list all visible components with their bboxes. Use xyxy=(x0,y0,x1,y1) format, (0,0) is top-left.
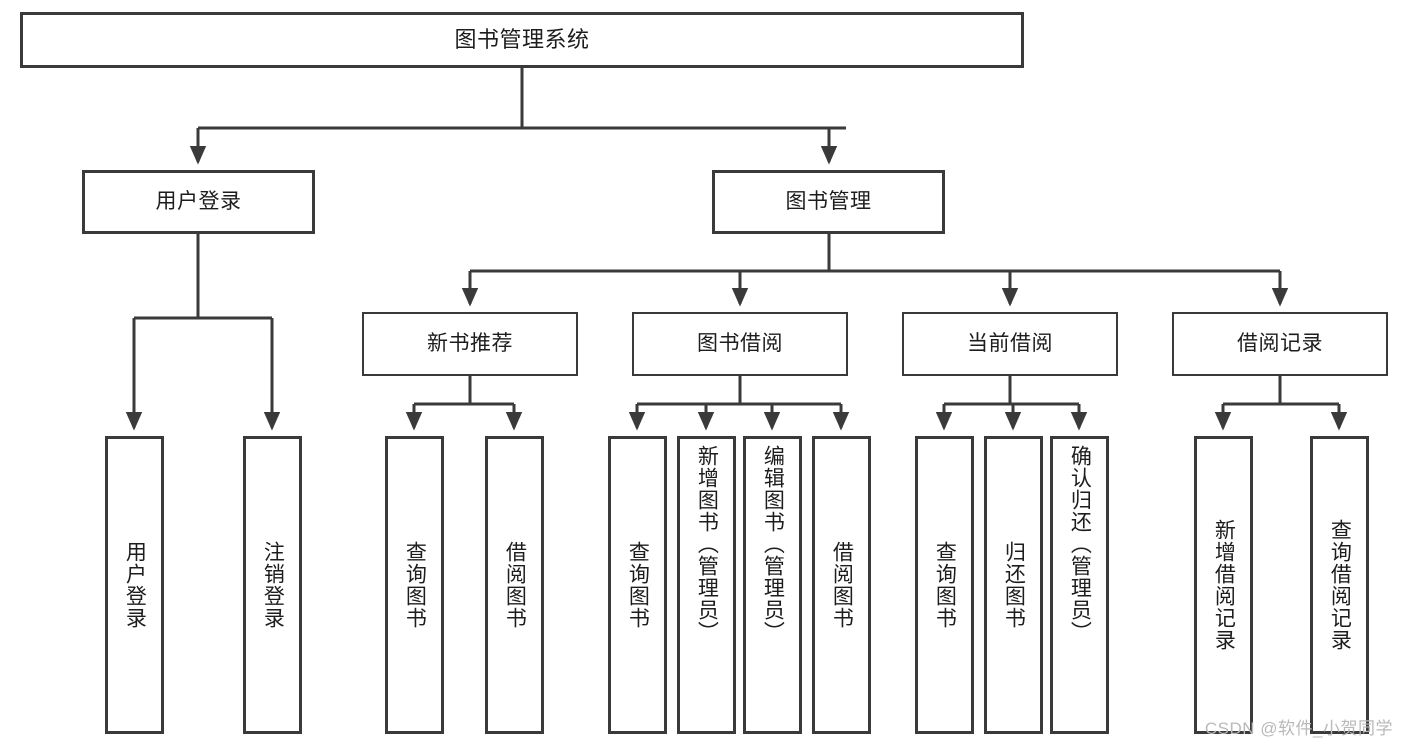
node-book-borrow[interactable]: 图书借阅 xyxy=(632,312,848,376)
leaf-recommend-borrow-book[interactable]: 借阅图书 xyxy=(485,436,544,734)
node-label: 用户登录 xyxy=(123,541,147,629)
node-current-borrow[interactable]: 当前借阅 xyxy=(902,312,1118,376)
node-user-login[interactable]: 用户登录 xyxy=(82,170,315,234)
node-label: 图书管理 xyxy=(785,190,872,214)
node-label: 查询图书 xyxy=(933,541,957,629)
node-label: 新书推荐 xyxy=(427,332,513,356)
node-label: 归还图书 xyxy=(1002,541,1026,629)
node-label: 用户登录 xyxy=(155,190,242,214)
node-book-management[interactable]: 图书管理 xyxy=(712,170,945,234)
leaf-record-query-record[interactable]: 查询借阅记录 xyxy=(1310,436,1369,734)
node-label: 确认归还（管理员） xyxy=(1068,445,1092,643)
leaf-user-login-signout[interactable]: 注销登录 xyxy=(243,436,302,734)
leaf-borrow-add-book-admin[interactable]: 新增图书（管理员） xyxy=(677,436,736,734)
node-label: 注销登录 xyxy=(261,541,285,629)
node-label: 当前借阅 xyxy=(967,332,1053,356)
node-label: 新增图书（管理员） xyxy=(695,445,719,643)
node-new-book-recommend[interactable]: 新书推荐 xyxy=(362,312,578,376)
watermark: CSDN @软件_小贺同学 xyxy=(1204,719,1393,738)
leaf-current-query-book[interactable]: 查询图书 xyxy=(915,436,974,734)
node-borrow-record[interactable]: 借阅记录 xyxy=(1172,312,1388,376)
node-root-system[interactable]: 图书管理系统 xyxy=(20,12,1024,68)
node-label: 借阅图书 xyxy=(830,541,854,629)
leaf-borrow-query-book[interactable]: 查询图书 xyxy=(608,436,667,734)
leaf-current-confirm-return-admin[interactable]: 确认归还（管理员） xyxy=(1050,436,1109,734)
leaf-current-return-book[interactable]: 归还图书 xyxy=(984,436,1043,734)
leaf-borrow-borrow-book[interactable]: 借阅图书 xyxy=(812,436,871,734)
leaf-borrow-edit-book-admin[interactable]: 编辑图书（管理员） xyxy=(743,436,802,734)
node-label: 图书管理系统 xyxy=(454,26,590,52)
node-label: 新增借阅记录 xyxy=(1212,519,1236,651)
node-label: 编辑图书（管理员） xyxy=(761,445,785,643)
node-label: 借阅图书 xyxy=(503,541,527,629)
leaf-user-login-signin[interactable]: 用户登录 xyxy=(105,436,164,734)
node-label: 查询借阅记录 xyxy=(1328,519,1352,651)
node-label: 借阅记录 xyxy=(1237,332,1323,356)
leaf-recommend-query-book[interactable]: 查询图书 xyxy=(385,436,444,734)
leaf-record-add-record[interactable]: 新增借阅记录 xyxy=(1194,436,1253,734)
node-label: 查询图书 xyxy=(626,541,650,629)
node-label: 图书借阅 xyxy=(697,332,783,356)
node-label: 查询图书 xyxy=(403,541,427,629)
